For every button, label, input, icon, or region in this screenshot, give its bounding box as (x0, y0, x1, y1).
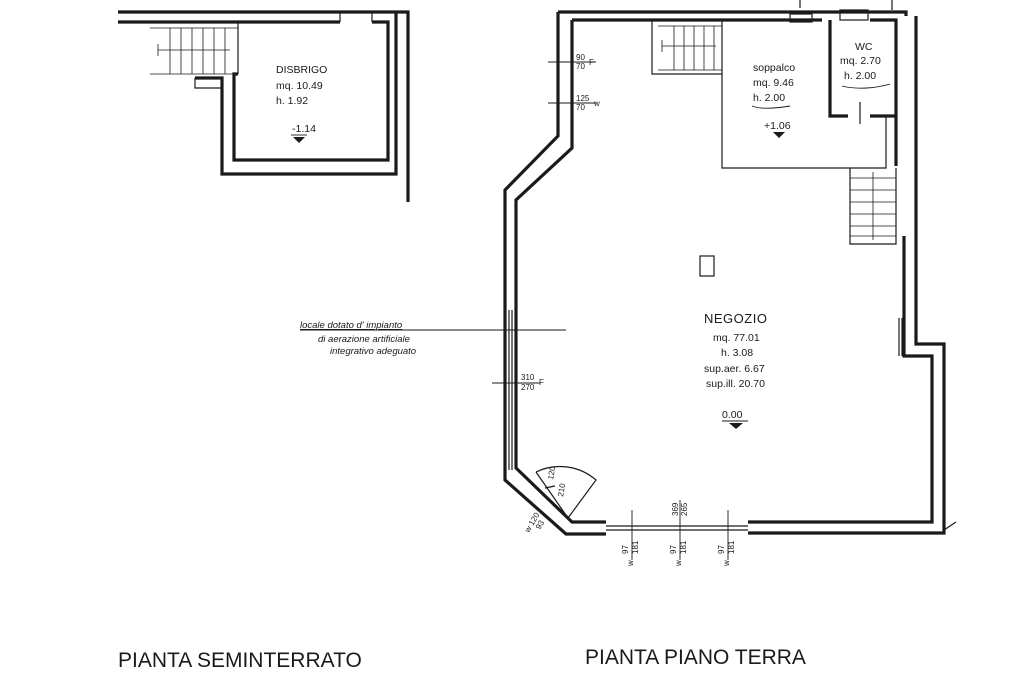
shop-sup-ill: sup.ill. 20.70 (706, 378, 765, 390)
note-line-2: di aerazione artificiale (318, 334, 410, 345)
right-window-glass (898, 318, 903, 356)
ground-outer-walls (503, 10, 946, 536)
basement-room-area: mq. 10.49 (276, 80, 323, 92)
shop-level-label: 0.00 (722, 409, 743, 421)
window-3-bottom: 270 (521, 383, 535, 392)
front-window-glass (606, 525, 748, 531)
upper-stair (658, 25, 722, 71)
basement-room-name: DISBRIGO (276, 64, 327, 76)
mezzanine-height: h. 2.00 (753, 92, 785, 104)
mezzanine-level-label: +1.06 (764, 120, 791, 132)
wc-name: WC (855, 41, 873, 53)
wc-area: mq. 2.70 (840, 55, 881, 67)
shop-name: NEGOZIO (704, 311, 767, 326)
basement-wall-detail (194, 12, 373, 89)
basement-level-label: -1.14 (292, 123, 316, 135)
window-3-type: F (539, 378, 544, 387)
window-1-top: 90 (576, 53, 585, 62)
window-2-type: w (593, 99, 600, 108)
shop-sup-aer: sup.aer. 6.67 (704, 363, 765, 375)
top-vent (789, 13, 813, 23)
window-1-type: F (589, 58, 594, 67)
door-dim-a: 120 (546, 465, 557, 480)
window-1-bottom: 70 (576, 62, 585, 71)
mezzanine-level-marker (773, 132, 785, 138)
wc-walls (828, 20, 896, 118)
window-3-top: 310 (521, 373, 535, 382)
ground-floor-plan-title: PIANTA PIANO TERRA (585, 646, 806, 669)
right-stair (849, 168, 897, 245)
front-window-1-type: w (626, 560, 635, 567)
mezzanine-area: mq. 9.46 (753, 77, 794, 89)
basement-walls (118, 10, 410, 202)
mezzanine-outline (651, 20, 887, 169)
note-line-3: integrativo adeguato (330, 346, 416, 357)
wc-top-opening (839, 9, 869, 21)
left-window-glass (508, 310, 513, 470)
shop-height: h. 3.08 (721, 347, 753, 359)
front-window-3-type: w (722, 560, 731, 567)
entrance-door (535, 465, 597, 519)
front-window-top: 369 (671, 502, 680, 516)
front-window-2-top: 97 (669, 545, 678, 554)
shop-area: mq. 77.01 (713, 332, 760, 344)
ground-floor-plan: soppalco mq. 9.46 h. 2.00 +1.06 WC mq. 2… (300, 0, 957, 567)
front-window-1-top: 97 (621, 545, 630, 554)
front-window-1-bottom: 181 (631, 540, 640, 554)
door-dim-b: 210 (556, 482, 567, 497)
front-window-3-bottom: 181 (727, 540, 736, 554)
wc-height: h. 2.00 (844, 70, 876, 82)
window-2-top: 125 (576, 94, 590, 103)
front-window-2-type: w (674, 560, 683, 567)
shop-level-marker (729, 423, 743, 429)
shop-column (699, 255, 715, 277)
front-window-3-top: 97 (717, 545, 726, 554)
front-window-2-bottom: 181 (679, 540, 688, 554)
basement-level-marker (293, 137, 305, 143)
basement-plan-title: PIANTA SEMINTERRATO (118, 649, 362, 672)
basement-plan: DISBRIGO mq. 10.49 h. 1.92 -1.14 (118, 10, 410, 202)
window-2-bottom: 70 (576, 103, 585, 112)
ground-inner-walls (514, 18, 934, 524)
mezzanine-name: soppalco (753, 62, 795, 74)
basement-stair (150, 27, 238, 75)
note-line-1: locale dotato d' impianto (300, 320, 402, 331)
front-window-bottom: 265 (680, 502, 689, 516)
basement-room-height: h. 1.92 (276, 95, 308, 107)
